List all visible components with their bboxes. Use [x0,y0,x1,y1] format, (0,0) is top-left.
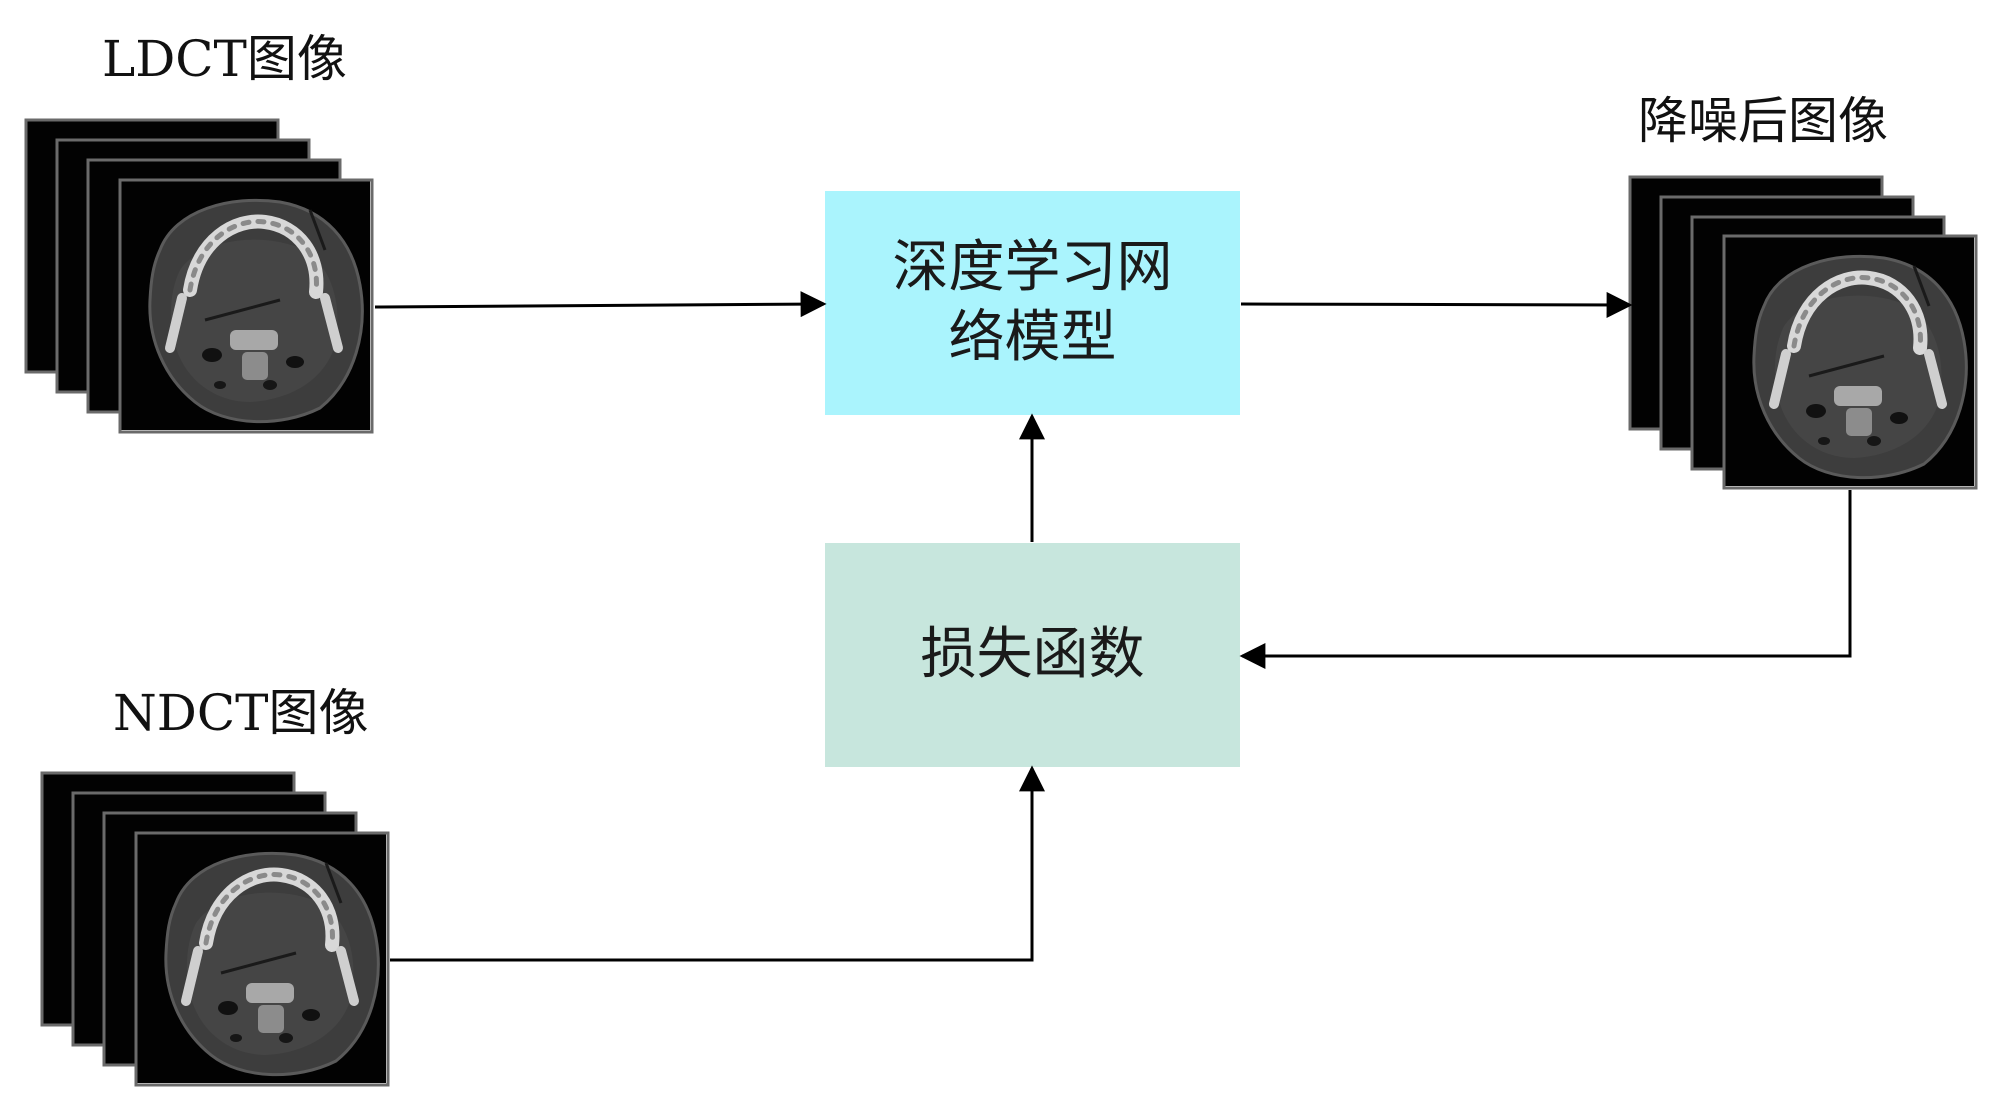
loss-box-label-wrap: 损失函数 [825,543,1240,767]
model-box-label-wrap: 深度学习网络模型 [825,191,1240,415]
arrow-ldct-to-model [374,291,827,318]
model-box-label: 深度学习网络模型 [892,235,1173,370]
arrow-model-to-denoised [1240,291,1633,318]
ndct-label: NDCT图像 [113,684,369,742]
ldct-ct-image [120,180,372,432]
ldct-label: LDCT图像 [102,30,347,88]
ndct-image-stack [40,771,388,1085]
model-box [825,191,1240,415]
loss-box-label: 损失函数 [920,622,1145,687]
arrow-ndct-to-loss [390,765,1045,962]
denoised-image-stack [1628,175,1976,488]
denoised-ct-image [1724,236,1976,488]
denoised-label: 降噪后图像 [1638,92,1888,150]
loss-box [825,543,1240,767]
ndct-ct-image [136,833,388,1085]
ldct-image-stack [24,118,372,432]
arrow-denoised-to-loss [1239,490,1852,669]
